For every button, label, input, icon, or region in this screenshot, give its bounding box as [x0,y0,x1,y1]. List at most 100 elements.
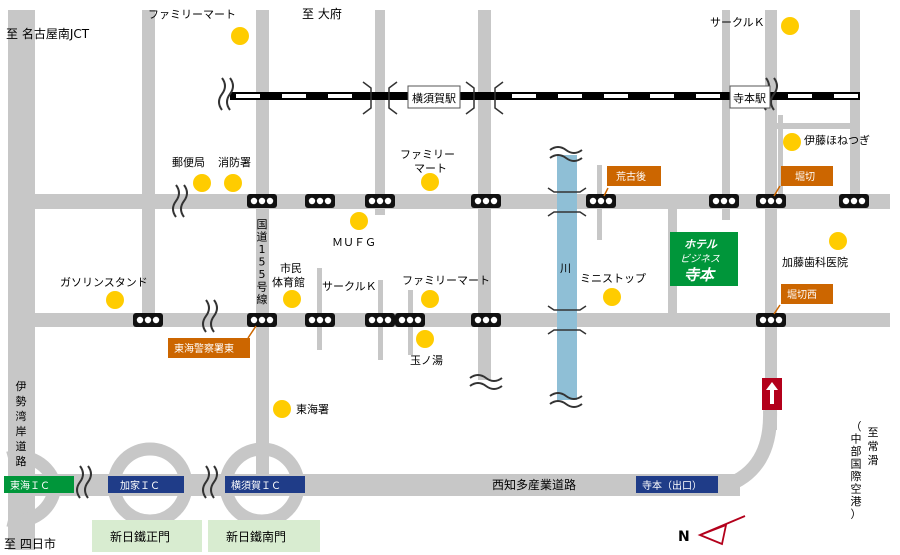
road-v-725 [722,10,730,220]
label-familymart-mid1: ファミリー [400,148,455,161]
traffic-signal [471,194,501,208]
direction-airport-char: 部 [851,444,862,458]
traffic-signal [756,313,786,327]
direction-obu: 至 大府 [302,6,342,21]
traffic-signal-lamp [597,197,605,205]
landmark-marker-icon [603,288,621,306]
direction-airport-char: （ [851,420,862,433]
label-kato-dental: 加藤歯科医院 [782,255,848,269]
isewan-char: 湾 [16,409,27,423]
hotel-business-teramoto[interactable]: ホテル ビジネス 寺本 [670,232,738,286]
traffic-signal-lamp [842,197,850,205]
traffic-signal-lamp [414,316,422,324]
rail-dash [604,94,628,98]
road-v-150 [142,10,155,320]
direction-nagoya: 至 名古屋南JCT [6,26,90,41]
traffic-signal-lamp [316,197,324,205]
traffic-signal-lamp [759,316,767,324]
traffic-signal-lamp [398,316,406,324]
bridge-rail-485-l [465,81,475,115]
traffic-signal-lamp [266,197,274,205]
bridge-rail-380-l [362,81,372,115]
isewan-char: 岸 [16,425,27,438]
station-yokosuka-box [407,85,461,109]
traffic-signal [365,313,395,327]
hotel-line3: 寺本 [684,266,716,284]
road-isewan [8,10,35,550]
landmark-marker-icon [224,174,242,192]
tag-keisatsu-pointer [247,325,257,339]
traffic-signal [305,194,335,208]
direction-airport-char: 国 [851,458,862,471]
road-stub-780 [778,115,783,200]
gate-minamimon-box [208,520,320,552]
bridge-river-200-b [547,211,587,217]
landmark-marker-icon [283,290,301,308]
destination-arrow [762,378,782,410]
landmark-marker-icon [783,133,801,151]
station-teramoto[interactable]: 寺本駅 [729,85,771,109]
road-route155 [256,10,269,480]
bridge-river-320-b [547,329,587,335]
label-familymart-mid2: マート [414,162,447,175]
break-mark-ic-2b [210,465,218,499]
break-mark-rail-left-2 [226,77,234,111]
rail-dash [696,94,720,98]
traffic-signal-lamp [589,197,597,205]
traffic-signal-lamp [308,316,316,324]
break-mark-h200-2 [180,184,188,218]
traffic-signal-lamp [266,316,274,324]
gate-labels: 新日鐵正門 新日鐵南門 [92,520,320,552]
landmark-marker-icon [416,330,434,348]
tag-horikiri-pointer [773,185,781,197]
traffic-signal-lamp [728,197,736,205]
landmark-marker-icon [231,27,249,45]
ic-tokai-box [4,476,74,493]
rail-dash [328,94,352,98]
traffic-signal [247,313,277,327]
traffic-signal-lamp [490,197,498,205]
station-teramoto-box [729,85,771,109]
label-fire-station: 消防署 [218,155,251,169]
traffic-signal-lamp [136,316,144,324]
station-yokosuka-label: 横須賀駅 [412,91,456,105]
label-tamanoyu: 玉ノ湯 [410,354,443,367]
label-gasstand: ガソリンスタンド [60,276,148,289]
tag-horikiri: 堀切 [795,171,815,183]
isewan-char: 路 [16,455,27,468]
hotel-box [670,232,738,286]
ic-yokosuka: 横須賀ＩＣ [231,479,281,492]
traffic-signal-lamp [324,197,332,205]
compass: N [678,515,746,546]
direction-airport-char: 空 [851,482,862,496]
direction-airport-char: 至 [868,426,879,439]
traffic-signal-lamp [324,316,332,324]
landmark-marker-icon [421,290,439,308]
traffic-signal-lamp [767,316,775,324]
landmark-marker-icon [829,232,847,250]
bridge-marks [362,81,587,335]
intersection-tags: 荒古後 堀切 堀切西 東海警察署東 [168,166,833,358]
rail-dash [558,94,582,98]
break-mark-v485 [469,374,503,382]
traffic-signal-lamp [482,316,490,324]
traffic-signal-lamp [858,197,866,205]
station-yokosuka[interactable]: 横須賀駅 [407,85,461,109]
traffic-signal-lamp [474,316,482,324]
break-mark-rail-right-2 [770,77,778,111]
traffic-signal-lamp [308,197,316,205]
tag-horikiri-nishi-box [781,284,833,304]
break-mark-river-top [549,146,583,154]
traffic-signal-lamp [144,316,152,324]
direction-labels: 至 名古屋南JCT 至 大府 至 四日市 [4,6,342,551]
label-ito-honetsugi: 伊藤ほねつぎ [804,133,870,147]
bridge-river-200-t [547,187,587,193]
traffic-signal-lamp [605,197,613,205]
traffic-signal-lamp [316,316,324,324]
rail-dash [236,94,260,98]
label-familymart-top: ファミリーマート [148,8,236,21]
direction-airport-char: 常 [868,440,879,453]
traffic-signal-lamp [384,316,392,324]
tag-horikiri-nishi-pointer [773,304,781,315]
